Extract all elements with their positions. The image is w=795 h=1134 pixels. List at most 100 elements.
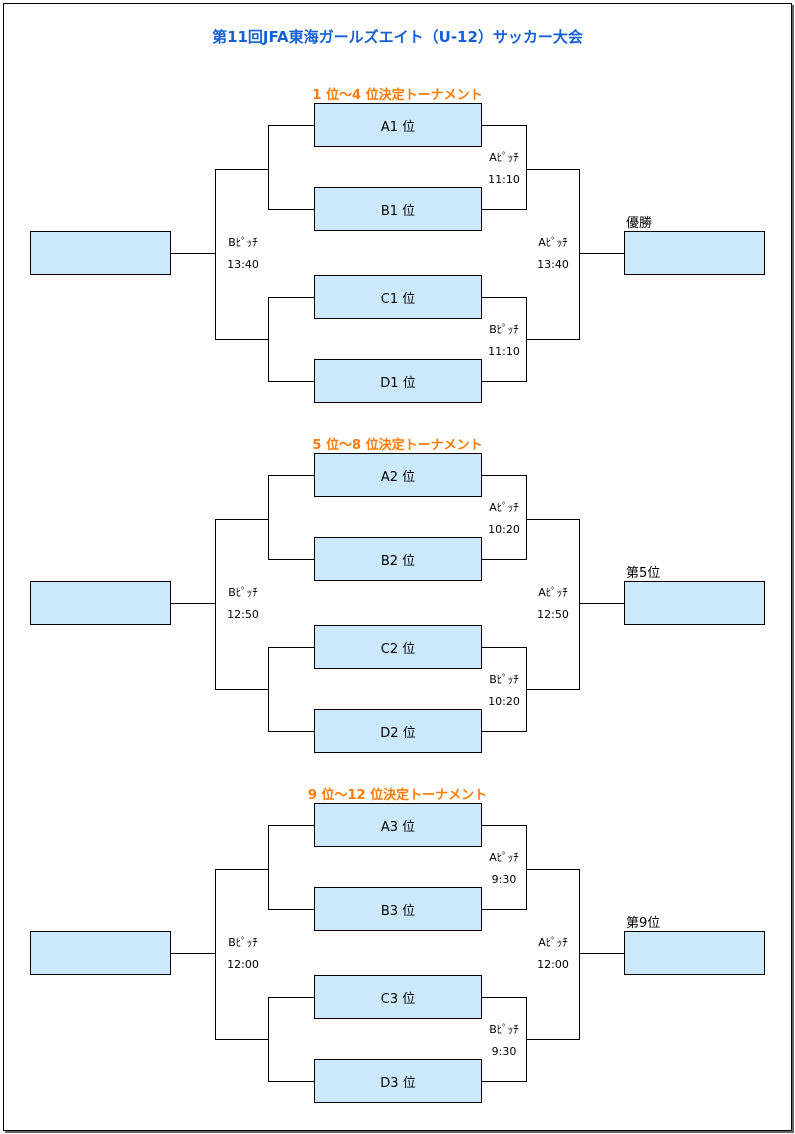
seed-box-c: C3 位 (314, 975, 482, 1019)
match-label-semi-top: Aﾋﾟｯﾁ 9:30 (474, 847, 534, 891)
bracket-line (215, 519, 216, 690)
time-text: 12:50 (537, 608, 569, 621)
bracket-line (170, 253, 216, 254)
bracket-line (215, 869, 216, 1040)
seed-box-d: D3 位 (314, 1059, 482, 1103)
bracket-line (481, 647, 527, 648)
seed-box-b: B3 位 (314, 887, 482, 931)
pitch-text: Aﾋﾟｯﾁ (538, 586, 568, 599)
time-text: 13:40 (227, 258, 259, 271)
time-text: 13:40 (537, 258, 569, 271)
bracket-line (481, 825, 527, 826)
pitch-text: Bﾋﾟｯﾁ (228, 936, 258, 949)
bracket-line (170, 603, 216, 604)
match-label-semi-top: Aﾋﾟｯﾁ 11:10 (474, 147, 534, 191)
bracket-line (481, 559, 527, 560)
bracket-line (481, 997, 527, 998)
bracket-line (481, 297, 527, 298)
bracket-line (215, 169, 269, 170)
result-label: 第5位 (626, 566, 661, 581)
match-label-semi-bottom: Bﾋﾟｯﾁ 11:10 (474, 319, 534, 363)
bracket-line (268, 997, 314, 998)
bracket-line (481, 731, 527, 732)
seed-box-a: A3 位 (314, 803, 482, 847)
pitch-text: Aﾋﾟｯﾁ (489, 151, 519, 164)
seed-box-d: D1 位 (314, 359, 482, 403)
seed-box-c: C2 位 (314, 625, 482, 669)
pitch-text: Aﾋﾟｯﾁ (538, 936, 568, 949)
match-label-left: Bﾋﾟｯﾁ 13:40 (213, 232, 273, 276)
bracket-line (579, 953, 625, 954)
time-text: 9:30 (491, 873, 517, 886)
right-result-box (624, 231, 765, 275)
match-label-right: Aﾋﾟｯﾁ 13:40 (523, 232, 583, 276)
bracket-line (215, 1039, 269, 1040)
seed-box-b: B2 位 (314, 537, 482, 581)
seed-box-a: A1 位 (314, 103, 482, 147)
bracket-line (526, 125, 527, 210)
bracket-line (268, 825, 269, 910)
result-label: 第9位 (626, 916, 661, 931)
page-title: 第11回JFA東海ガールズエイト（U-12）サッカー大会 (212, 28, 583, 46)
bracket-line (481, 209, 527, 210)
right-result-box (624, 931, 765, 975)
section-title: 1 位～4 位決定トーナメント (312, 88, 483, 103)
bracket-line (481, 1081, 527, 1082)
bracket-line (526, 825, 527, 910)
match-label-right: Aﾋﾟｯﾁ 12:50 (523, 582, 583, 626)
time-text: 11:10 (488, 345, 520, 358)
result-label: 優勝 (626, 216, 653, 231)
time-text: 12:00 (537, 958, 569, 971)
bracket-line (481, 125, 527, 126)
bracket-line (268, 125, 269, 210)
bracket-line (579, 869, 580, 1040)
bracket-line (170, 953, 216, 954)
bracket-line (268, 125, 314, 126)
time-text: 12:00 (227, 958, 259, 971)
time-text: 10:20 (488, 523, 520, 536)
match-label-semi-bottom: Bﾋﾟｯﾁ 9:30 (474, 1019, 534, 1063)
bracket-section-1: 1 位～4 位決定トーナメント A1 位 B1 位 C1 位 D1 位 優勝 A… (0, 84, 795, 424)
time-text: 10:20 (488, 695, 520, 708)
match-label-right: Aﾋﾟｯﾁ 12:00 (523, 932, 583, 976)
bracket-line (268, 559, 314, 560)
pitch-text: Aﾋﾟｯﾁ (538, 236, 568, 249)
bracket-line (268, 909, 314, 910)
bracket-line (268, 731, 314, 732)
bracket-line (268, 381, 314, 382)
bracket-line (268, 475, 314, 476)
section-title: 9 位～12 位決定トーナメント (307, 788, 488, 803)
bracket-line (268, 1081, 314, 1082)
bracket-line (268, 825, 314, 826)
time-text: 9:30 (491, 1045, 517, 1058)
bracket-line (526, 1039, 580, 1040)
bracket-line (215, 689, 269, 690)
time-text: 12:50 (227, 608, 259, 621)
bracket-line (481, 381, 527, 382)
bracket-line (268, 209, 314, 210)
left-result-box (30, 231, 171, 275)
bracket-line (579, 253, 625, 254)
right-result-box (624, 581, 765, 625)
match-label-semi-top: Aﾋﾟｯﾁ 10:20 (474, 497, 534, 541)
bracket-line (526, 519, 580, 520)
section-title: 5 位～8 位決定トーナメント (312, 438, 483, 453)
seed-box-b: B1 位 (314, 187, 482, 231)
bracket-line (526, 689, 580, 690)
bracket-line (215, 869, 269, 870)
left-result-box (30, 931, 171, 975)
bracket-section-2: 5 位～8 位決定トーナメント A2 位 B2 位 C2 位 D2 位 第5位 … (0, 434, 795, 774)
pitch-text: Aﾋﾟｯﾁ (489, 851, 519, 864)
pitch-text: Aﾋﾟｯﾁ (489, 501, 519, 514)
bracket-line (215, 169, 216, 340)
bracket-line (579, 519, 580, 690)
bracket-line (268, 297, 314, 298)
bracket-line (268, 475, 269, 560)
bracket-line (215, 339, 269, 340)
pitch-text: Bﾋﾟｯﾁ (228, 236, 258, 249)
bracket-line (526, 169, 580, 170)
bracket-line (215, 519, 269, 520)
match-label-semi-bottom: Bﾋﾟｯﾁ 10:20 (474, 669, 534, 713)
bracket-line (481, 909, 527, 910)
pitch-text: Bﾋﾟｯﾁ (489, 1023, 519, 1036)
